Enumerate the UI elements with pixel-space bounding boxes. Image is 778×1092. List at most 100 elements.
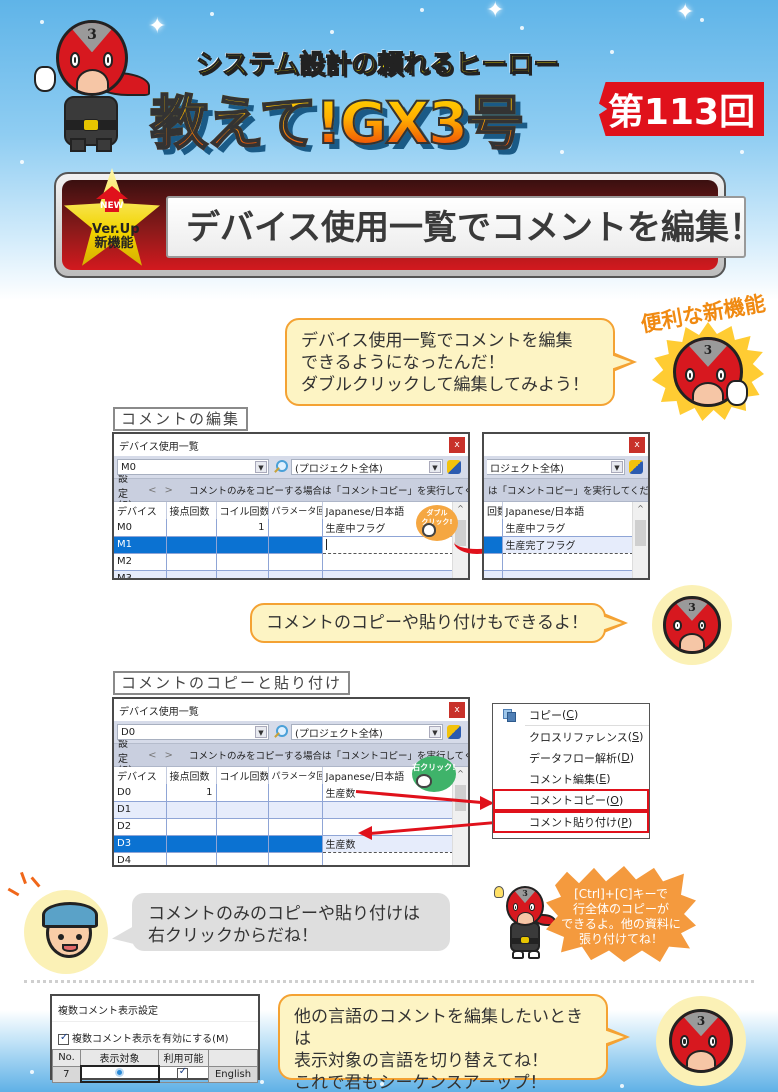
available-checkbox[interactable] xyxy=(176,1066,188,1080)
feature-title: デバイス使用一覧でコメントを編集！ xyxy=(186,208,763,248)
prev-button[interactable]: < xyxy=(148,749,157,761)
menu-item-data-flow[interactable]: データフロー解析(D) xyxy=(529,751,635,765)
double-click-badge: ダブル クリック! xyxy=(416,505,458,541)
close-button[interactable]: x xyxy=(629,437,645,453)
chevron-down-icon[interactable]: ▼ xyxy=(429,726,441,738)
hero-face-icon: 3 xyxy=(652,585,732,665)
prev-button[interactable]: < xyxy=(148,484,157,496)
table-row-selected[interactable]: 生産完了フラグ xyxy=(484,535,634,554)
excite-lines-icon xyxy=(7,871,42,902)
table-row[interactable]: D2 xyxy=(114,818,454,836)
intro-speech-bubble: デバイス使用一覧でコメントを編集 できるようになったんだ！ ダブルクリックして編… xyxy=(285,318,637,406)
mouse-icon xyxy=(416,774,432,788)
arrow-head xyxy=(480,796,494,810)
verup-label: Ver.Up 新機能 xyxy=(92,222,140,251)
column-header[interactable]: Japanese/日本語 xyxy=(502,502,634,519)
checkbox-icon[interactable] xyxy=(58,1032,69,1045)
menu-item-cross-reference[interactable]: クロスリファレンス(S) xyxy=(529,730,644,744)
series-subtitle: システム設計の頼れるヒーロー xyxy=(195,50,560,81)
new-label: NEW xyxy=(100,201,124,211)
arrow-head xyxy=(358,826,372,840)
hero-mascot: 3 xyxy=(34,20,154,152)
copy-icon xyxy=(503,709,516,722)
scope-select[interactable]: (プロジェクト全体) ▼ xyxy=(291,724,443,740)
options-icon[interactable] xyxy=(447,460,461,474)
table-row[interactable]: M2 xyxy=(114,553,454,571)
scope-select[interactable]: (プロジェクト全体) ▼ xyxy=(291,459,443,475)
chevron-down-icon[interactable]: ▼ xyxy=(255,726,267,738)
title-shadow: 教えて!GX3号 xyxy=(156,82,530,166)
right-click-badge: 右クリック! xyxy=(412,756,456,792)
table-row[interactable] xyxy=(484,570,634,578)
device-table: デバイス 接点回数 コイル回数 パラメータ回数 Japanese/日本語 D0 … xyxy=(114,767,454,865)
search-icon[interactable] xyxy=(273,725,288,739)
scrollbar[interactable]: ^ xyxy=(632,502,648,578)
chevron-down-icon[interactable]: ▼ xyxy=(611,461,623,473)
column-header[interactable]: 回数 xyxy=(484,502,503,519)
column-header[interactable]: パラメータ回数 xyxy=(268,502,323,519)
column-header[interactable]: コイル回数 xyxy=(216,767,269,784)
close-button[interactable]: x xyxy=(449,437,465,453)
column-header[interactable]: デバイス xyxy=(114,767,167,784)
next-button[interactable]: > xyxy=(164,749,173,761)
scrollbar[interactable]: ^ xyxy=(452,767,468,865)
table-row-selected[interactable]: M1 xyxy=(114,535,454,554)
table-row[interactable] xyxy=(484,553,634,571)
menu-item-edit-comment[interactable]: コメント編集(E) xyxy=(529,772,611,786)
closing-speech-bubble: 他の言語のコメントを編集したいときは 表示対象の言語を切り替えてね！ これで君も… xyxy=(278,994,630,1092)
device-input[interactable]: M0 ▼ xyxy=(117,459,269,475)
close-button[interactable]: x xyxy=(449,702,465,718)
copy-paste-speech-bubble: コメントのコピーや貼り付けもできるよ！ xyxy=(250,603,628,643)
table-row[interactable]: D1 xyxy=(114,801,454,819)
column-header[interactable]: 接点回数 xyxy=(166,767,217,784)
table-row[interactable]: D0 1 生産数 xyxy=(114,784,454,802)
chevron-down-icon[interactable]: ▼ xyxy=(255,461,267,473)
menu-item-copy-comment[interactable]: コメントコピー(O) xyxy=(493,789,649,811)
table-row[interactable]: D4 xyxy=(114,852,454,865)
table-row-selected[interactable]: D3 生産数 xyxy=(114,834,454,853)
window-title: デバイス使用一覧 xyxy=(119,441,199,453)
column-header[interactable]: 接点回数 xyxy=(166,502,217,519)
context-menu: コピー(C) クロスリファレンス(S) データフロー解析(D) コメント編集(E… xyxy=(492,703,650,839)
column-header[interactable]: デバイス xyxy=(114,502,167,519)
column-header[interactable]: コイル回数 xyxy=(216,502,269,519)
device-input[interactable]: D0 ▼ xyxy=(117,724,269,740)
section-label-edit: コメントの編集 xyxy=(113,407,249,431)
enable-multi-comment-checkbox[interactable]: 複数コメント表示を有効にする(M) xyxy=(52,1022,258,1049)
search-icon[interactable] xyxy=(273,460,288,474)
table-row[interactable]: M0 1 生産中フラグ xyxy=(114,519,454,537)
hero-face-icon: 3 xyxy=(656,996,746,1086)
hint-text: は「コメントコピー」を実行してください。 xyxy=(488,486,649,497)
divider xyxy=(24,980,754,983)
hint-text: コメントのみをコピーする場合は「コメントコピー」を実行してください。 xyxy=(188,751,468,762)
table-row[interactable]: 生産中フラグ xyxy=(484,519,634,537)
column-header[interactable]: パラメータ回数 xyxy=(268,767,323,784)
table-row[interactable]: 7 English xyxy=(52,1065,258,1083)
device-table: デバイス 接点回数 コイル回数 パラメータ回数 Japanese/日本語 M0 … xyxy=(114,502,454,578)
mouse-icon xyxy=(422,523,436,537)
menu-item-copy[interactable]: コピー(C) xyxy=(493,704,649,725)
series-title: 教えて!GX3号 xyxy=(149,76,525,160)
feature-banner xyxy=(54,172,746,278)
scope-select[interactable]: ロジェクト全体) ▼ xyxy=(487,459,625,475)
ctrl-c-tip-text: [Ctrl]+[C]キーで 行全体のコピーが できるよ。他の資料に 張り付けてね… xyxy=(561,887,681,946)
options-icon[interactable] xyxy=(629,460,643,474)
comment-edit-field[interactable] xyxy=(321,535,454,554)
boy-avatar xyxy=(24,890,108,974)
options-icon[interactable] xyxy=(447,725,461,739)
device-list-window: デバイス使用一覧 x M0 ▼ (プロジェクト全体) ▼ 設定(S) < > コ… xyxy=(112,432,470,580)
waving-hand-icon xyxy=(726,380,748,406)
next-button[interactable]: > xyxy=(164,484,173,496)
boy-speech-bubble: コメントのみのコピーや貼り付けは 右クリックからだね！ xyxy=(112,893,450,951)
device-list-result-window: x ロジェクト全体) ▼ は「コメントコピー」を実行してください。 回数Japa… xyxy=(482,432,650,580)
episode-number: 第113回 xyxy=(599,82,764,136)
multi-comment-settings-dialog: 複数コメント表示設定 複数コメント表示を有効にする(M) No. 表示対象 利用… xyxy=(50,994,260,1083)
language-table: No. 表示対象 利用可能 7 English xyxy=(52,1049,258,1083)
display-target-radio[interactable] xyxy=(115,1068,124,1077)
section-label-copy: コメントのコピーと貼り付け xyxy=(113,671,351,695)
hint-text: コメントのみをコピーする場合は「コメントコピー」を実行してください。 xyxy=(188,486,468,497)
dialog-title: 複数コメント表示設定 xyxy=(52,996,258,1022)
menu-item-paste-comment[interactable]: コメント貼り付け(P) xyxy=(493,811,649,833)
chevron-down-icon[interactable]: ▼ xyxy=(429,461,441,473)
table-row[interactable]: M3 xyxy=(114,570,454,578)
